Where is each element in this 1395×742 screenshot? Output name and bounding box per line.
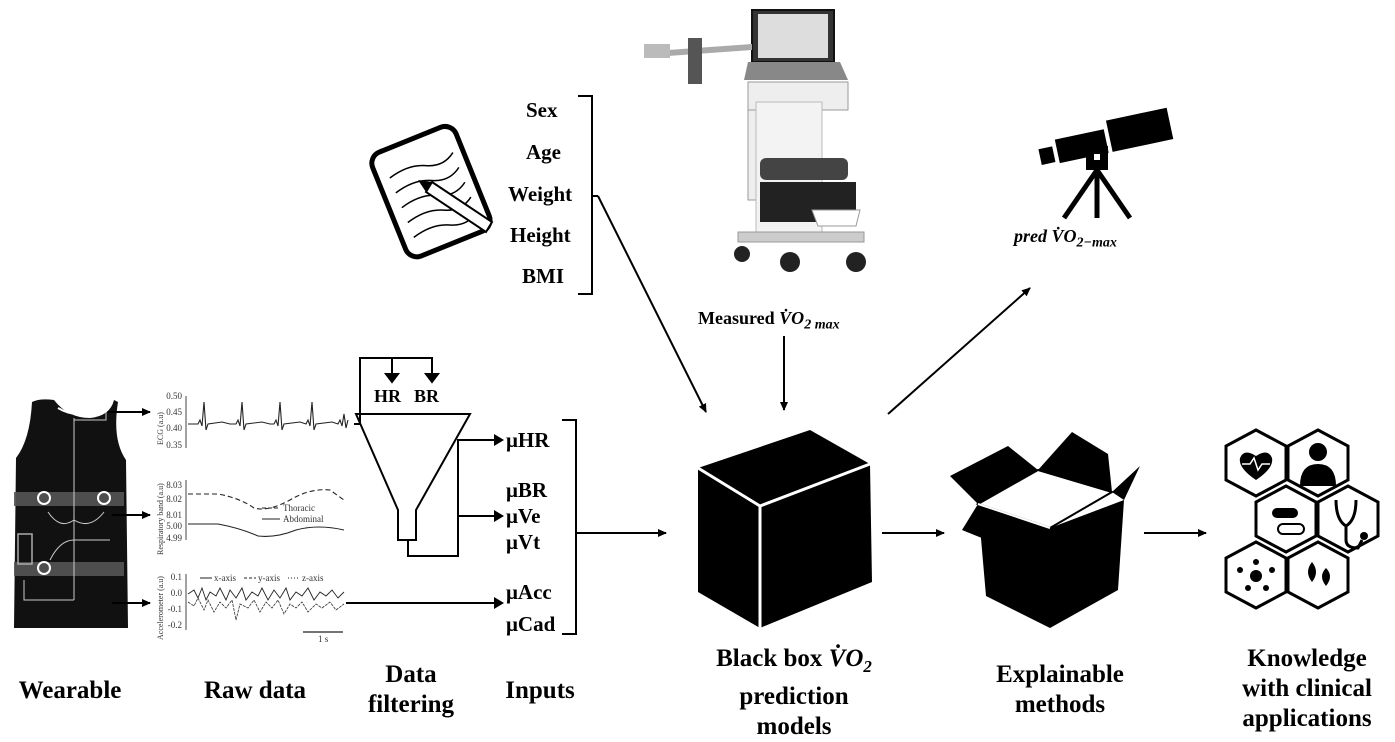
acc-ylabel: Accelerometer (a.u) xyxy=(156,576,165,640)
resp-tick: 4.99 xyxy=(166,533,182,543)
ecg-tick: 0.50 xyxy=(166,391,182,401)
metabolic-cart-image xyxy=(644,9,866,272)
acc-scale-label: 1 s xyxy=(318,634,329,644)
resp-tick: 8.03 xyxy=(166,480,182,490)
resp-tick: 5.00 xyxy=(166,521,182,531)
acc-legend-x: x-axis xyxy=(214,573,236,583)
stage-inputs: Inputs xyxy=(505,677,575,704)
demographics-bracket xyxy=(578,95,593,295)
ecg-tick: 0.40 xyxy=(166,423,182,433)
demographic-sex: Sex xyxy=(526,98,558,122)
stage-knowledge: Knowledge with clinical applications xyxy=(1242,645,1372,732)
notepad-icon xyxy=(369,123,494,260)
open-box-icon xyxy=(950,432,1140,628)
stage-data-filtering: Data filtering xyxy=(367,661,455,718)
black-box-cube-icon xyxy=(697,430,872,628)
demographic-age: Age xyxy=(526,140,561,164)
respiratory-plot: 8.03 8.02 8.01 5.00 4.99 Respiratory ban… xyxy=(156,480,345,555)
input-acc: μAcc xyxy=(506,580,552,604)
ecg-ylabel: ECG (a.u) xyxy=(156,412,165,445)
input-hr: μHR xyxy=(506,428,550,452)
measured-vo2-label: Measured V̇O2 max xyxy=(698,308,840,333)
telescope-icon xyxy=(1038,107,1174,220)
acc-tick: 0.0 xyxy=(171,588,183,598)
ecg-tick: 0.45 xyxy=(166,407,182,417)
ecg-plot: 0.50 0.45 0.40 0.35 ECG (a.u) xyxy=(156,391,349,450)
acc-legend-y: y-axis xyxy=(258,573,280,583)
stage-explainable: Explainable methods xyxy=(996,661,1124,718)
input-br: μBR xyxy=(506,478,548,502)
resp-tick: 8.02 xyxy=(166,494,182,504)
vest-arrows xyxy=(108,408,151,607)
resp-ylabel: Respiratory band (a.u) xyxy=(156,483,165,555)
resp-tick: 8.01 xyxy=(166,510,182,520)
stage-wearable: Wearable xyxy=(18,677,122,704)
acc-tick: -0.2 xyxy=(168,620,182,630)
input-ve: μVe xyxy=(506,504,541,528)
input-vt: μVt xyxy=(506,530,541,554)
resp-legend-abdominal: Abdominal xyxy=(283,514,324,524)
resp-legend-thoracic: Thoracic xyxy=(283,503,315,513)
inputs-bracket xyxy=(562,419,577,635)
acc-tick: 0.1 xyxy=(171,572,182,582)
ecg-tick: 0.35 xyxy=(166,440,182,450)
pred-vo2-label: pred V̇O2−max xyxy=(1014,226,1117,251)
stage-raw-data: Raw data xyxy=(203,677,307,704)
acc-tick: -0.1 xyxy=(168,604,182,614)
filter-label-br: BR xyxy=(414,386,440,406)
clinical-glyphs xyxy=(1237,443,1368,591)
accelerometer-plot: 0.1 0.0 -0.1 -0.2 Accelerometer (a.u) x-… xyxy=(156,572,345,644)
filter-label-hr: HR xyxy=(374,386,401,406)
demographic-bmi: BMI xyxy=(522,264,564,288)
input-cad: μCad xyxy=(506,612,556,636)
wearable-vest-icon xyxy=(14,399,128,628)
filter-funnel-icon xyxy=(346,357,496,604)
acc-legend-z: z-axis xyxy=(302,573,324,583)
demographic-weight: Weight xyxy=(508,182,573,206)
demographic-height: Height xyxy=(510,223,571,247)
